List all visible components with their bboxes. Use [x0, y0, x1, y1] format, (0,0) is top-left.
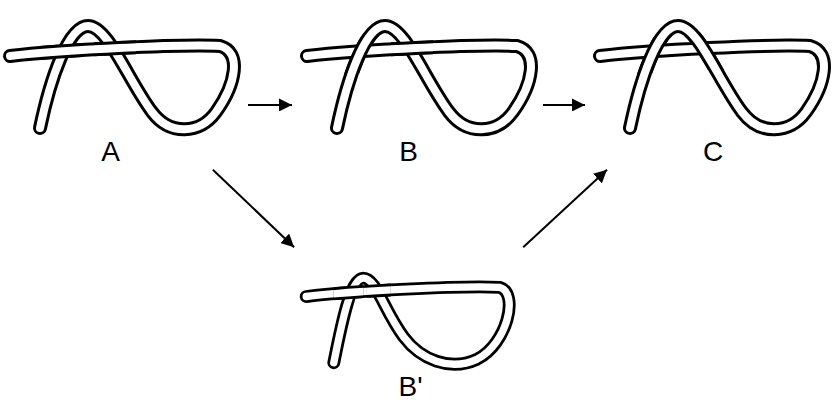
crossing — [334, 287, 363, 297]
crossing — [367, 287, 391, 297]
rope-fill — [10, 26, 234, 129]
knot-figure — [307, 26, 531, 129]
rope-outline — [600, 26, 824, 129]
rope-fill — [307, 26, 531, 129]
rope-fill — [684, 32, 726, 70]
move-arrow — [213, 170, 294, 247]
knot-figure-node: B — [297, 15, 542, 167]
rope-fill — [94, 46, 136, 56]
knot-figure-node: C — [590, 15, 830, 167]
rope-fill — [391, 46, 433, 56]
rope-outline — [334, 287, 363, 297]
rope-outline — [367, 287, 391, 297]
rope-outline — [337, 36, 379, 74]
rope-outline — [40, 46, 82, 56]
figure-label: B' — [398, 372, 422, 402]
rope-fill — [334, 287, 363, 297]
figure-label: C — [703, 137, 723, 167]
figure-label: A — [101, 137, 120, 167]
rope-fill — [630, 36, 672, 74]
rope-outline — [391, 46, 433, 56]
rope-outline — [307, 26, 531, 129]
knot-figure — [10, 26, 234, 129]
rope-outline — [630, 36, 672, 74]
knot-figure — [306, 278, 509, 364]
crossing — [391, 46, 433, 56]
rope-outline — [684, 32, 726, 70]
crossing — [94, 46, 136, 56]
knot-figure-node: B' — [297, 250, 532, 402]
rope-outline — [94, 46, 136, 56]
rope-fill — [600, 26, 824, 129]
move-arrow — [248, 104, 292, 106]
rope-fill — [367, 287, 391, 297]
figure-label: B — [399, 137, 418, 167]
crossing — [40, 46, 82, 56]
rope-outline — [10, 26, 234, 129]
move-arrow — [543, 104, 585, 106]
rope-fill — [306, 278, 509, 364]
rope-fill — [40, 46, 82, 56]
move-arrow — [523, 170, 607, 248]
crossing — [337, 36, 379, 74]
crossing — [684, 32, 726, 70]
knot-figure — [600, 26, 824, 129]
rope-fill — [337, 36, 379, 74]
knot-figure-node: A — [0, 15, 245, 167]
crossing — [630, 36, 672, 74]
rope-outline — [306, 278, 509, 364]
